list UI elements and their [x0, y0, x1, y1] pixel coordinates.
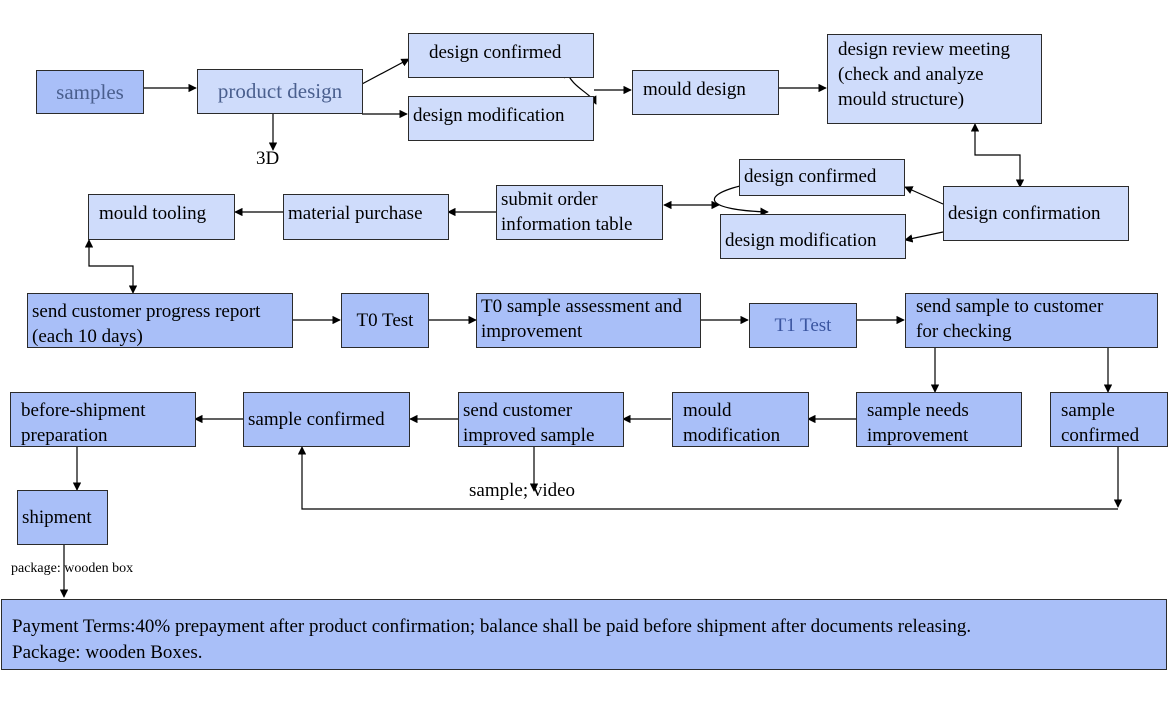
arrow-confirmation-to-confirmed — [904, 186, 944, 205]
node-design-confirmation: design confirmation — [943, 186, 1129, 241]
node-design-modification-2: design modification — [720, 214, 906, 259]
node-send-progress-report: send customer progress report (each 10 d… — [27, 293, 293, 348]
node-shipment: shipment — [17, 490, 108, 545]
note-3d: 3D — [256, 148, 280, 169]
node-design-modification-1: design modification — [408, 96, 594, 141]
node-mould-design: mould design — [632, 70, 779, 115]
arrow-right-confirmed-modification-loop — [713, 185, 769, 216]
node-samples: samples — [36, 70, 144, 114]
node-t1-test: T1 Test — [749, 303, 857, 348]
node-design-confirmed-2: design confirmed — [739, 159, 905, 196]
package-text: Package: wooden Boxes. — [12, 642, 203, 663]
payment-terms-panel: Payment Terms:40% prepayment after produ… — [1, 599, 1167, 670]
arrow-review-to-confirmation — [970, 123, 1025, 188]
node-design-review-meeting: design review meeting (check and analyze… — [827, 34, 1042, 124]
payment-terms-text: Payment Terms:40% prepayment after produ… — [12, 616, 972, 637]
note-package-wooden-box: package: wooden box — [11, 561, 134, 576]
node-mould-modification: mould modification — [672, 392, 809, 447]
arrow-product-design-to-confirmed — [361, 58, 410, 85]
node-send-improved-sample: send customer improved sample — [458, 392, 624, 447]
node-t0-test: T0 Test — [341, 293, 429, 348]
arrow-loop-back-to-sample-confirmed — [297, 446, 1118, 510]
arrow-tooling-to-progress — [84, 239, 138, 294]
node-t0-sample-assessment: T0 sample assessment and improvement — [476, 293, 701, 348]
node-material-purchase: material purchase — [283, 194, 449, 240]
node-sample-confirmed: sample confirmed — [243, 392, 410, 447]
node-product-design: product design — [197, 69, 363, 114]
node-design-confirmed-1: design confirmed — [408, 33, 594, 78]
node-sample-needs-improvement: sample needs improvement — [856, 392, 1022, 447]
node-before-shipment: before-shipment preparation — [10, 392, 196, 447]
node-mould-tooling: mould tooling — [88, 194, 235, 240]
note-sample-video: sample; video — [469, 480, 576, 501]
node-submit-order: submit order information table — [496, 185, 663, 240]
node-sample-confirmed-right: sample confirmed — [1050, 392, 1168, 447]
node-send-sample-checking: send sample to customer for checking — [905, 293, 1158, 348]
arrow-confirmation-to-modification — [904, 231, 944, 243]
